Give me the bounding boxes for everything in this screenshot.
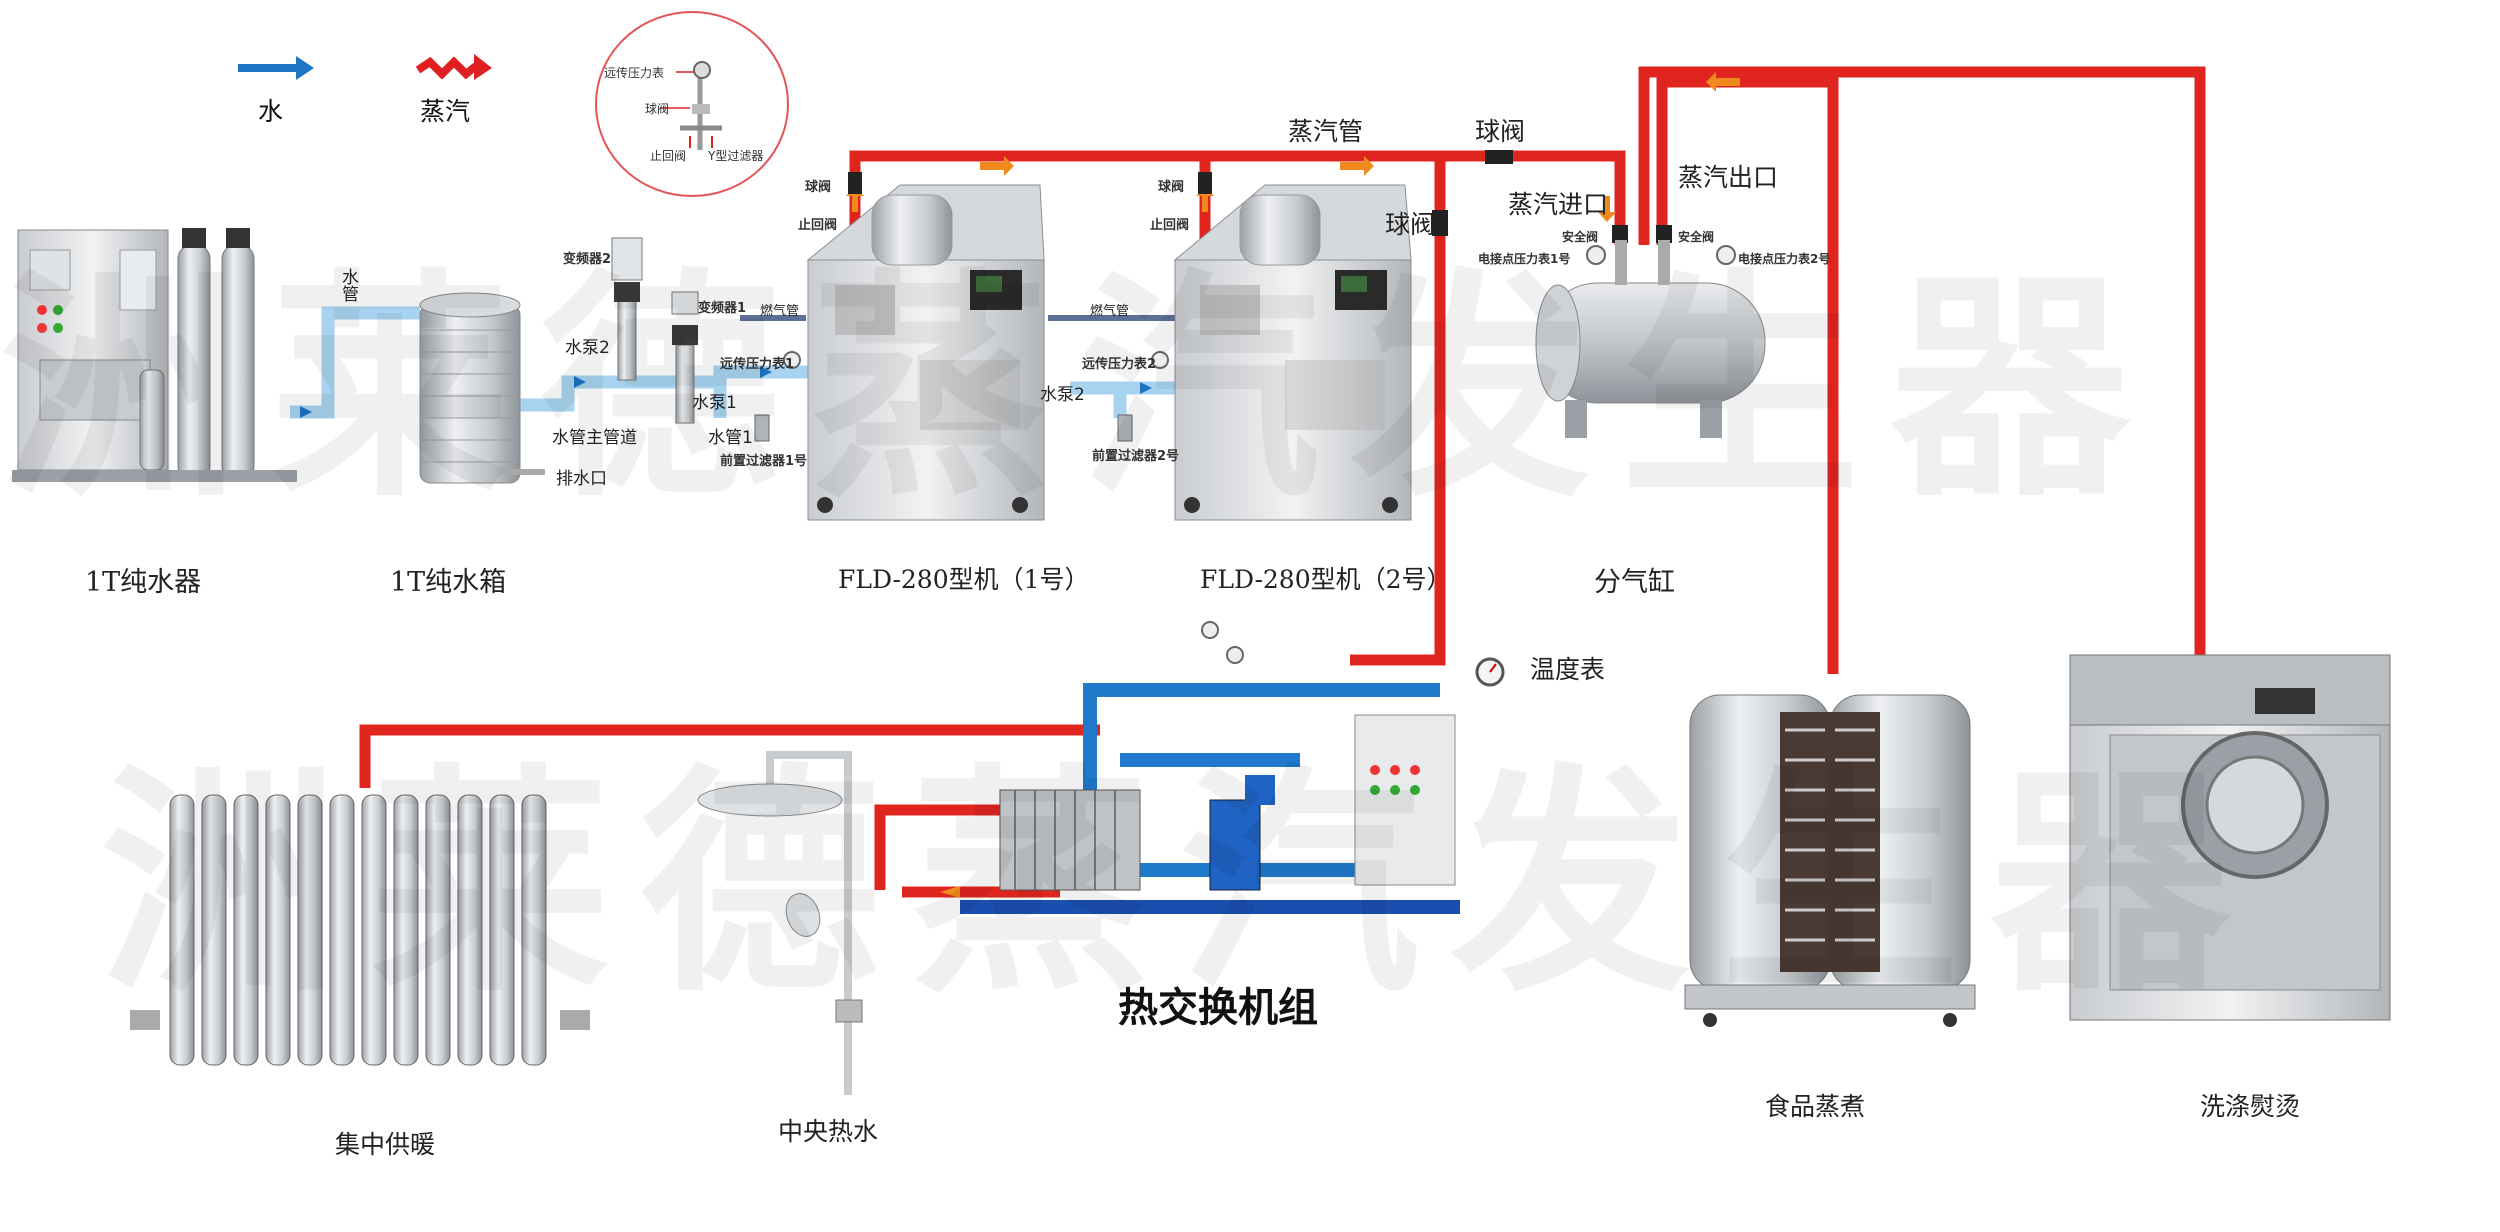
inset-y-filter-label: Y型过滤器 [708,149,764,163]
water-flow-arrows [300,366,1152,418]
remote-gauge2-label: 远传压力表2 [1082,357,1157,372]
ball-valve-icon [1485,150,1513,164]
safety-valve2-label: 安全阀 [1678,230,1715,244]
contact-gauge-1-icon [1586,245,1606,265]
filter1-label: 前置过滤器1号 [720,454,808,469]
inverter-1 [671,291,699,315]
circulation-pump [1209,799,1261,891]
control-cabinet [1354,714,1456,886]
gen1-label: FLD-280型机（1号） [838,565,1090,594]
inset-ball-valve-label: 球阀 [645,102,670,116]
inverter1-label: 变频器1 [698,301,747,316]
food-steamer [1684,694,1976,1027]
laundry-label: 洗涤熨烫 [2200,1092,2301,1121]
pump-1 [671,291,699,424]
radiator [130,794,590,1066]
pump2-right-label: 水泵2 [1040,385,1085,405]
gas2-label: 燃气管 [1090,304,1130,319]
main-water-label: 水管主管道 [552,428,637,448]
inset-check-valve-label: 止回阀 [650,149,687,163]
tank-label: 1T纯水箱 [390,567,507,598]
pump-2 [611,237,643,381]
contact-gauge-2-icon [1716,245,1736,265]
ro-label: 1T纯水器 [85,567,202,598]
contact-gauge1-label: 电接点压力表1号 [1478,252,1571,266]
ball-valve-side-icon [1432,210,1448,236]
water-pipe-label: 水管 [338,268,358,302]
washing-machine [2069,654,2391,1021]
watermark-bottom: 洲莱德蒸汽发生器 [100,744,2260,1024]
ball-valve-g1-label: 球阀 [805,180,832,195]
generator-2 [1173,184,1412,521]
thermometer-label: 温度表 [1530,655,1606,684]
hotwater-label: 中央热水 [778,1117,879,1146]
watermark-top: 洲莱德蒸汽发生器 [0,249,2160,529]
inverter-2 [611,237,643,281]
hx-label: 热交换机组 [1118,985,1318,1031]
pure-water-tank [419,292,545,484]
pre-filter-1-icon [754,414,770,442]
pre-filter-2-icon [1117,414,1133,442]
washer-control-panel [2255,688,2315,714]
inset-ball-valve-icon [692,104,710,114]
steam-in-label: 蒸汽进口 [1508,190,1609,219]
plate-exchanger [999,789,1141,891]
header-label: 分气缸 [1594,567,1675,598]
remote-gauge-1-icon [783,351,801,369]
steam-header-tank [1535,240,1766,438]
inverter2-label: 变频器2 [563,252,612,267]
gas1-label: 燃气管 [760,304,800,319]
inset-gauge-label: 远传压力表 [604,66,665,80]
shower-set [697,751,863,1095]
legend-steam-arrow [415,54,492,80]
remote-gauge-2-icon [1151,351,1169,369]
ball-valve-side-label: 球阀 [1385,210,1436,239]
steam-out-label: 蒸汽出口 [1678,163,1779,192]
legend-steam-label: 蒸汽 [420,97,471,126]
remote-gauge1-label: 远传压力表1 [720,357,795,372]
pump2-left-label: 水泵2 [565,338,610,358]
generator-1 [806,184,1045,521]
ball-valve-g2-label: 球阀 [1158,180,1185,195]
valve-detail-inset [595,11,789,197]
ro-purifier-unit [12,228,297,482]
legend-water-label: 水 [258,97,284,126]
ball-valve-top-label: 球阀 [1475,117,1526,146]
steam-pipe-label: 蒸汽管 [1288,117,1364,146]
drain-label: 排水口 [556,469,607,489]
legend-water-arrow [238,56,314,80]
steam-pipes [359,66,2206,898]
inset-gauge-icon [693,61,711,79]
safety-valve1-label: 安全阀 [1562,230,1599,244]
check-valve-g2-label: 止回阀 [1150,218,1190,233]
water-pipe1-label: 水管1 [708,428,753,448]
steam-ball-valve-icons [848,150,1672,243]
gauges-filters [754,351,1169,442]
contact-gauge2-label: 电接点压力表2号 [1738,252,1831,266]
heat-exchanger-skid [960,621,1505,914]
filter2-label: 前置过滤器2号 [1092,449,1180,464]
pump1-label: 水泵1 [692,393,737,413]
gen2-label: FLD-280型机（2号） [1200,565,1452,594]
food-label: 食品蒸煮 [1765,1092,1866,1121]
check-valve-g1-label: 止回阀 [798,218,838,233]
heating-label: 集中供暖 [335,1130,436,1159]
